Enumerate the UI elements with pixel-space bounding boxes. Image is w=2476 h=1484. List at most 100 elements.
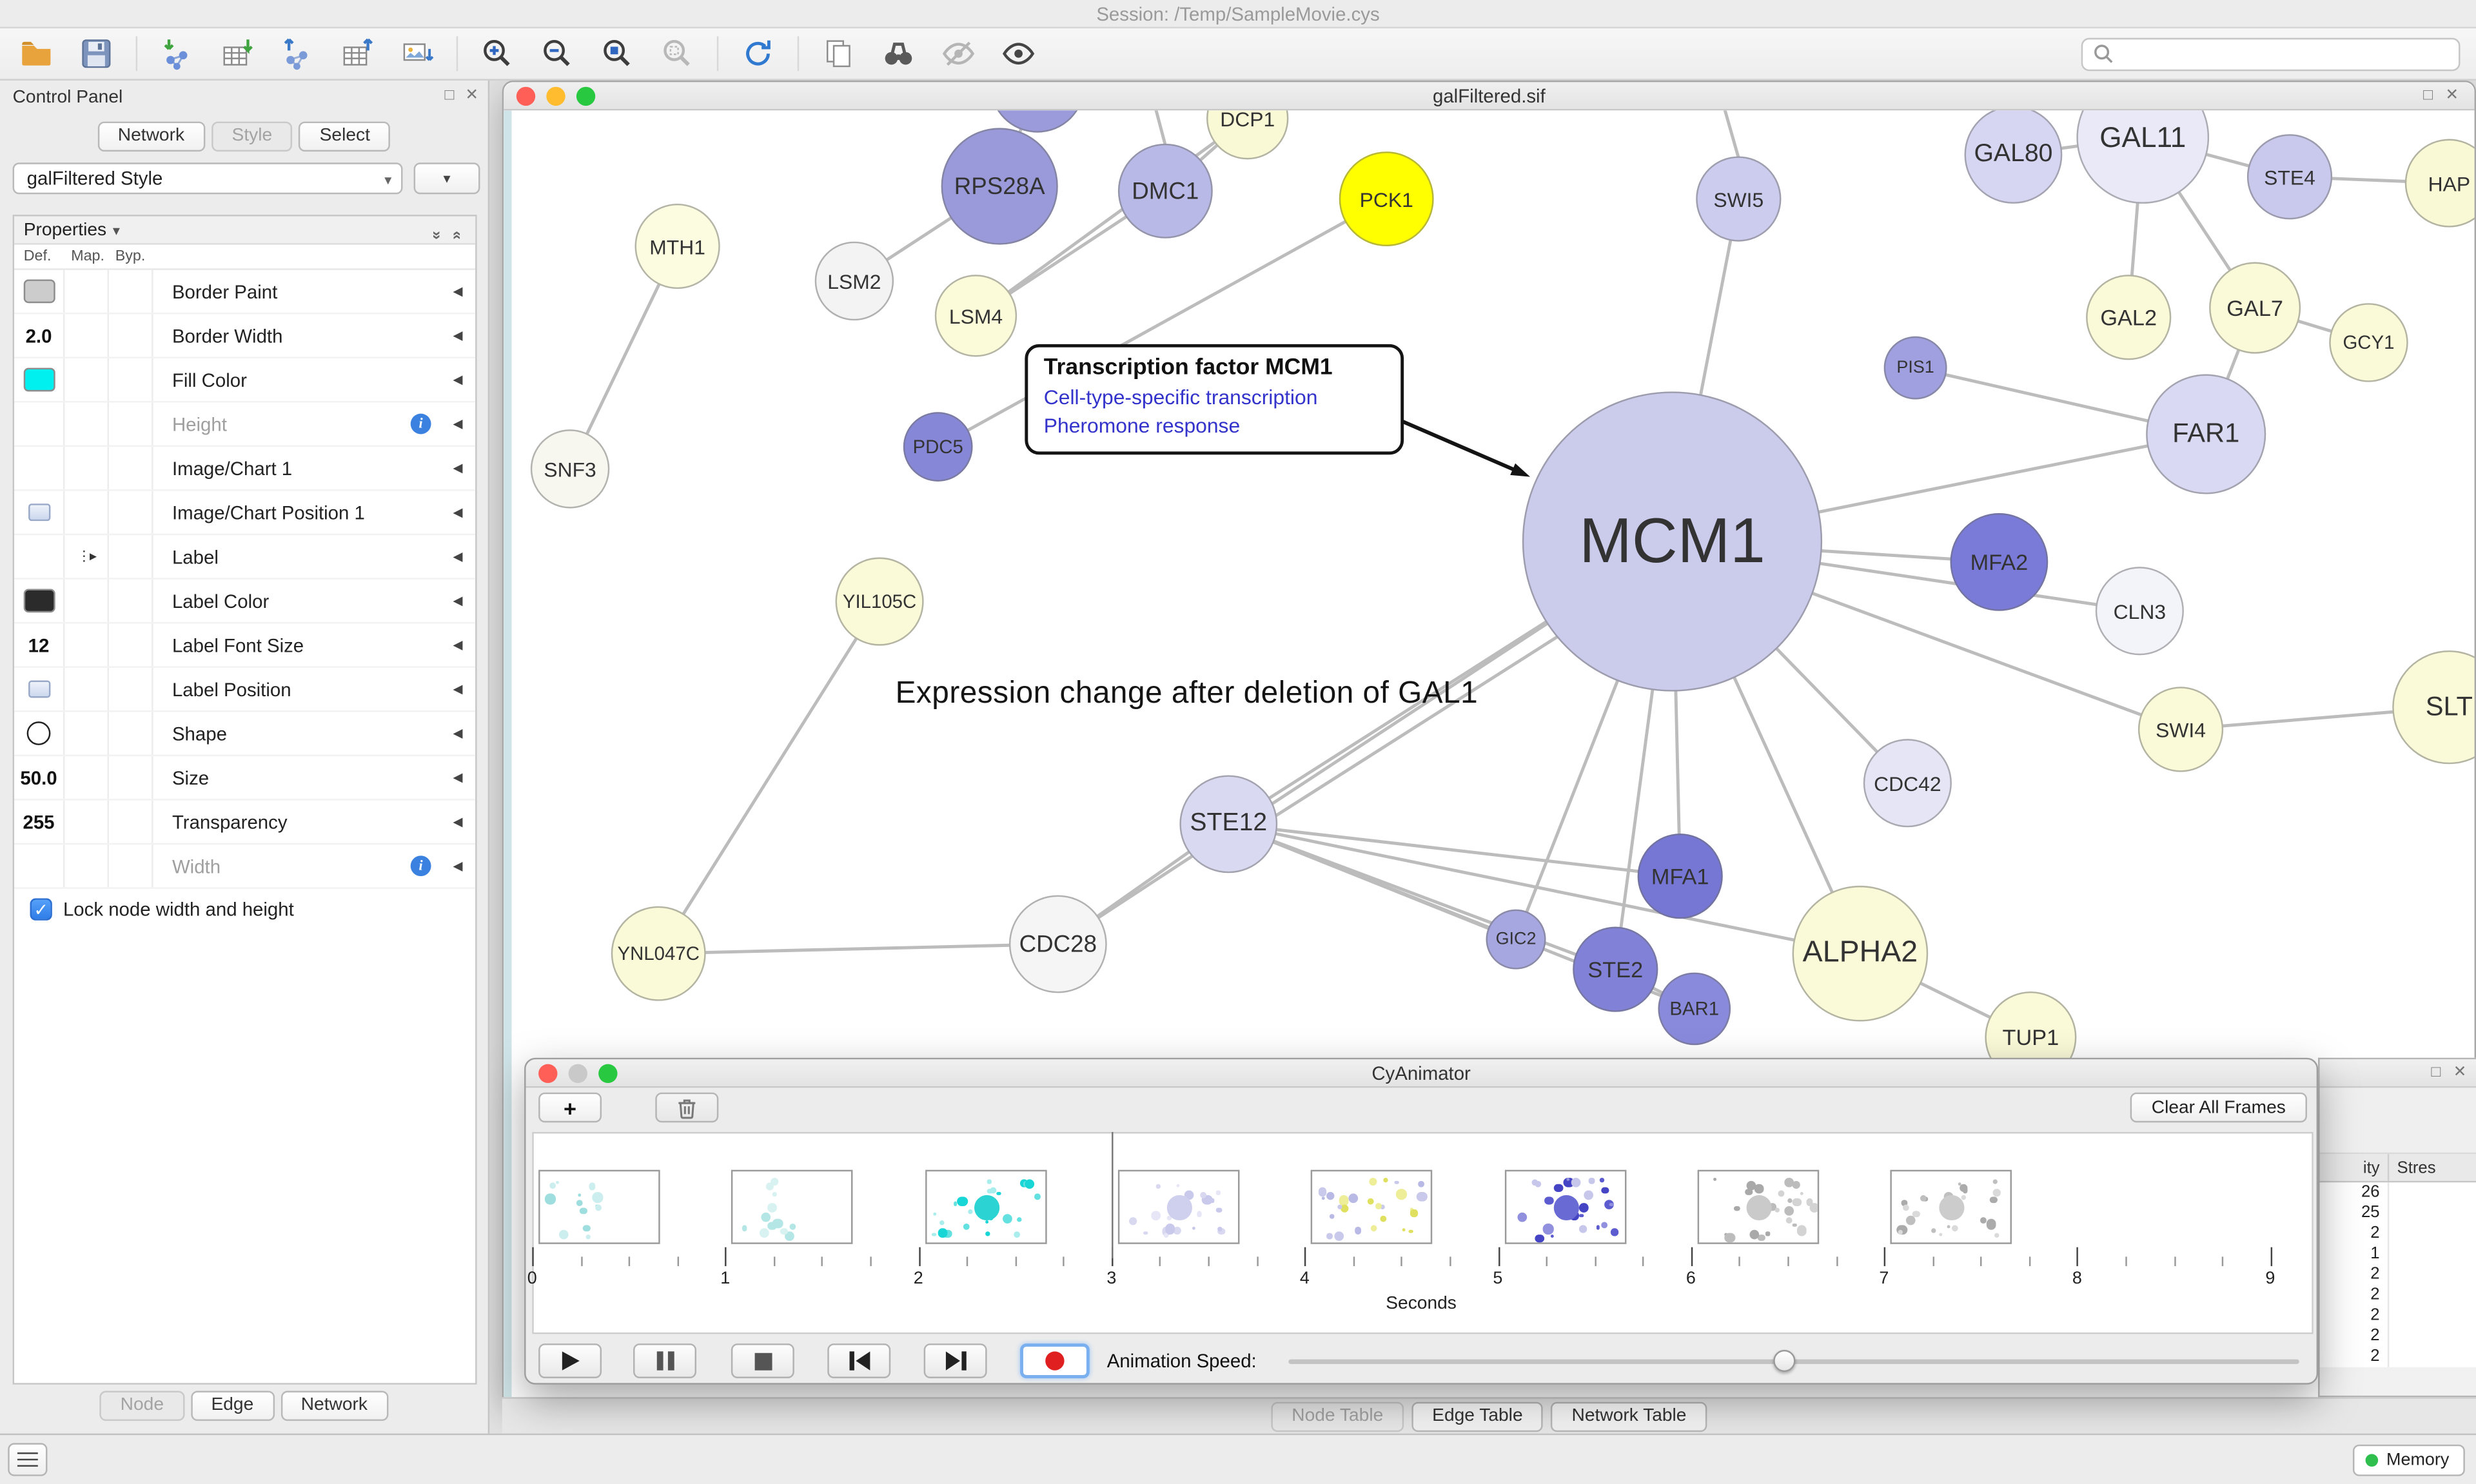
table-row[interactable]: 2 <box>2320 1305 2476 1327</box>
default-value-cell[interactable] <box>14 402 65 445</box>
node-swi5[interactable]: SWI5 <box>1696 156 1782 242</box>
frame-thumbnail-2[interactable] <box>731 1169 854 1244</box>
control-panel-tab-network[interactable]: Network <box>280 1391 388 1421</box>
import-table-button[interactable] <box>217 33 258 74</box>
close-traffic-light[interactable] <box>516 86 536 106</box>
float-window-icon[interactable]: □ <box>2423 86 2433 104</box>
property-row-fill-color[interactable]: Fill Color◀ <box>14 358 476 403</box>
table-tab-network-table[interactable]: Network Table <box>1551 1401 1707 1432</box>
node-bar1[interactable]: BAR1 <box>1658 972 1731 1046</box>
mapping-cell[interactable] <box>64 491 109 534</box>
mapping-cell[interactable] <box>64 623 109 667</box>
minimize-traffic-light[interactable] <box>546 86 565 106</box>
bypass-cell[interactable] <box>109 402 153 445</box>
table-column-header[interactable]: Stres <box>2397 1158 2436 1178</box>
node-mfa2[interactable]: MFA2 <box>1950 513 2049 611</box>
node-yil105c[interactable]: YIL105C <box>835 557 924 646</box>
zoom-traffic-light[interactable] <box>598 1064 618 1084</box>
properties-header[interactable]: Properties▾ » » <box>14 216 476 245</box>
default-value-cell[interactable]: 255 <box>14 800 65 843</box>
default-value-cell[interactable]: 12 <box>14 623 65 667</box>
expand-arrow-icon[interactable]: ◀ <box>453 681 463 697</box>
property-row-label[interactable]: ⋮▸Label◀ <box>14 535 476 580</box>
node-hap[interactable]: HAP <box>2404 139 2475 228</box>
control-panel-tab-network[interactable]: Network <box>97 121 205 152</box>
frame-thumbnail-6[interactable] <box>1504 1169 1626 1244</box>
minimize-traffic-light[interactable] <box>568 1064 588 1084</box>
table-row[interactable]: 2 <box>2320 1264 2476 1285</box>
default-value-cell[interactable] <box>14 845 65 888</box>
search-input[interactable] <box>2122 43 2450 65</box>
zoom-fit-button[interactable] <box>597 33 638 74</box>
expand-arrow-icon[interactable]: ◀ <box>453 726 463 741</box>
float-window-icon[interactable]: □ <box>2431 1064 2441 1082</box>
annotation-link-1[interactable]: Cell-type-specific transcription <box>1043 385 1318 409</box>
collapse-all-icon[interactable]: » <box>449 231 466 240</box>
node-gcy1[interactable]: GCY1 <box>2329 303 2408 382</box>
node-dmc1[interactable]: DMC1 <box>1117 143 1213 239</box>
lock-size-row[interactable]: ✓ Lock node width and height <box>30 898 294 921</box>
zoom-selected-button[interactable] <box>657 33 698 74</box>
color-swatch[interactable] <box>23 367 55 392</box>
import-network-button[interactable] <box>156 33 197 74</box>
frame-thumbnail-4[interactable] <box>1117 1169 1240 1244</box>
find-button[interactable] <box>878 33 919 74</box>
table-column-header[interactable]: ity <box>2320 1154 2390 1181</box>
node-lsm4[interactable]: LSM4 <box>934 275 1017 357</box>
expand-arrow-icon[interactable]: ◀ <box>453 284 463 298</box>
mapping-cell[interactable] <box>64 800 109 843</box>
expand-arrow-icon[interactable]: ◀ <box>453 328 463 343</box>
property-row-label-color[interactable]: Label Color◀ <box>14 579 476 624</box>
edge[interactable] <box>937 197 1388 449</box>
network-window-titlebar[interactable]: galFiltered.sif □ ✕ <box>504 82 2475 111</box>
node-ste4[interactable]: STE4 <box>2246 134 2333 220</box>
table-row[interactable]: 1 <box>2320 1244 2476 1265</box>
mapping-cell[interactable] <box>64 314 109 357</box>
export-network-button[interactable] <box>277 33 318 74</box>
edge[interactable] <box>658 942 1058 955</box>
default-value-cell[interactable] <box>14 447 65 490</box>
node-lsm2[interactable]: LSM2 <box>814 241 894 321</box>
node-swi4[interactable]: SWI4 <box>2137 687 2224 772</box>
property-row-shape[interactable]: Shape◀ <box>14 712 476 757</box>
float-window-icon[interactable]: □ <box>444 86 455 104</box>
bypass-cell[interactable] <box>109 712 153 755</box>
table-tab-node-table[interactable]: Node Table <box>1271 1401 1404 1432</box>
node-pis1[interactable]: PIS1 <box>1883 336 1947 400</box>
property-row-border-paint[interactable]: Border Paint◀ <box>14 269 476 315</box>
edge[interactable] <box>1228 822 1861 955</box>
edge[interactable] <box>1228 822 1680 878</box>
table-row[interactable]: 26 <box>2320 1182 2476 1204</box>
mapping-cell[interactable] <box>64 402 109 445</box>
mapping-cell[interactable] <box>64 667 109 711</box>
pause-button[interactable] <box>633 1343 697 1378</box>
copy-button[interactable] <box>818 33 860 74</box>
control-panel-tab-style[interactable]: Style <box>211 121 293 152</box>
color-swatch[interactable] <box>23 589 55 613</box>
style-options-button[interactable]: ▾ <box>413 162 480 195</box>
zoom-out-button[interactable] <box>537 33 578 74</box>
node-gal80[interactable]: GAL80 <box>1964 110 2063 204</box>
control-panel-tab-edge[interactable]: Edge <box>190 1391 275 1421</box>
expand-arrow-icon[interactable]: ◀ <box>453 814 463 829</box>
show-details-button[interactable] <box>998 33 1039 74</box>
mapping-cell[interactable]: ⋮▸ <box>64 535 109 578</box>
clear-all-frames-button[interactable]: Clear All Frames <box>2130 1092 2307 1123</box>
edge[interactable] <box>975 117 1249 317</box>
expand-arrow-icon[interactable]: ◀ <box>453 859 463 874</box>
table-row[interactable]: 2 <box>2320 1346 2476 1367</box>
expand-arrow-icon[interactable]: ◀ <box>453 372 463 387</box>
node-ynl047c[interactable]: YNL047C <box>611 906 706 1001</box>
bypass-cell[interactable] <box>109 579 153 622</box>
add-frame-button[interactable]: + <box>538 1092 602 1123</box>
table-row[interactable]: 2 <box>2320 1326 2476 1347</box>
node-alpha2[interactable]: ALPHA2 <box>1792 885 1929 1022</box>
node-snf3[interactable]: SNF3 <box>530 429 610 509</box>
node-mfa1[interactable]: MFA1 <box>1637 834 1723 919</box>
node-gal7[interactable]: GAL7 <box>2209 262 2301 354</box>
refresh-view-button[interactable] <box>738 33 779 74</box>
